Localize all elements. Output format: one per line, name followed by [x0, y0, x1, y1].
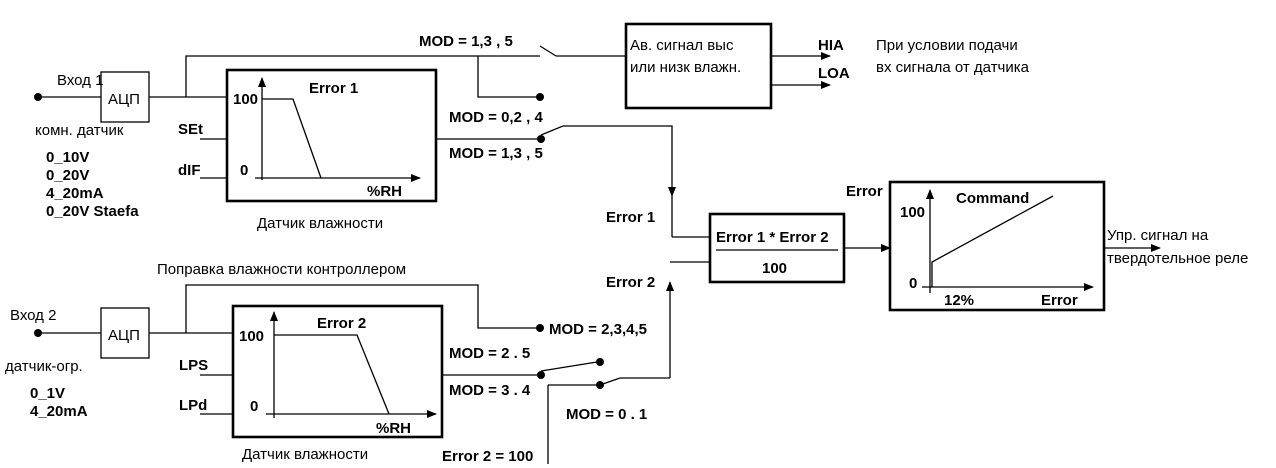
input2-label: Вход 2	[10, 307, 56, 324]
error1-curve	[262, 98, 322, 179]
switch-top-lower-contact	[536, 93, 544, 101]
multiplier-block: Error 1 * Error 2 100 Error 2 Error	[606, 183, 891, 378]
input2-signal-1: 4_20mA	[30, 403, 88, 420]
input1-signal-2: 4_20mA	[46, 185, 104, 202]
multiplier-in1-label: Error 1	[606, 209, 655, 226]
error2-caption: Датчик влажности	[242, 446, 368, 463]
error2-x-unit: %RH	[376, 420, 411, 437]
error2-lpd-label: LPd	[179, 397, 207, 414]
switch-mod25-label: MOD = 2 . 5	[449, 345, 530, 362]
switch-mod135-top-label: MOD = 1,3 , 5	[419, 33, 513, 50]
switch-mod01-blade	[599, 377, 621, 386]
input1-sensor-type: комн. датчик	[35, 122, 124, 139]
error2-box	[231, 304, 444, 439]
input2-sensor-type: датчик-огр.	[5, 358, 83, 375]
command-box	[888, 180, 1106, 312]
error1-block: Error 1 100 0 %RH SEt dIF Датчик влажнос…	[178, 68, 438, 232]
adc1-branch-top	[185, 55, 540, 97]
error1-y-zero: 0	[240, 162, 248, 179]
error1-dif-label: dIF	[178, 162, 201, 179]
alarm-line2: или низк влажн.	[630, 59, 741, 76]
command-x-start: 12%	[944, 292, 974, 309]
switch-error1-blade	[540, 125, 564, 136]
input1-signal-1: 0_20V	[46, 167, 89, 184]
switch-top-lower-branch	[477, 56, 539, 98]
error2-curve	[274, 334, 390, 415]
correction-wire	[185, 284, 539, 333]
error1-set-label: SEt	[178, 121, 203, 138]
alarm-line1: Ав. сигнал выс	[630, 37, 734, 54]
alarm-out-high: HIA	[818, 37, 844, 54]
command-block: Command 100 0 12% Error Упр. сигнал на т…	[888, 180, 1248, 312]
error1-switch: MOD = 0,2 , 4 MOD = 1,3 , 5 Error 1	[436, 109, 710, 238]
input2-adc-label: АЦП	[108, 327, 140, 344]
error2-y-max: 100	[239, 328, 264, 345]
error1-y-max: 100	[233, 91, 258, 108]
switch-error1-contact	[537, 135, 545, 143]
switch-mod34-label: MOD = 3 . 4	[449, 382, 531, 399]
error1-box	[225, 68, 438, 203]
correction-label: Поправка влажности контроллером	[157, 261, 406, 278]
multiplier-numerator: Error 1 * Error 2	[716, 229, 829, 246]
switch-error2-upper-blade	[540, 361, 598, 372]
alarm-note-line1: При условии подачи	[876, 37, 1018, 54]
switch-mod01-label: MOD = 0 . 1	[566, 406, 647, 423]
error2-const-label: Error 2 = 100	[442, 448, 533, 465]
command-y-max: 100	[900, 204, 925, 221]
command-input-label: Error	[846, 183, 883, 200]
error1-title: Error 1	[309, 80, 358, 97]
alarm-section: MOD = 1,3 , 5 Ав. сигнал выс или низк вл…	[419, 22, 1030, 110]
alarm-box	[624, 22, 773, 110]
input1-signal-0: 0_10V	[46, 149, 89, 166]
alarm-out-low: LOA	[818, 65, 850, 82]
command-output-line2: твердотельное реле	[1107, 250, 1248, 267]
switch-error1-to-multiplier	[563, 125, 676, 197]
error2-y-zero: 0	[250, 398, 258, 415]
alarm-note-line2: вх сигнала от датчика	[876, 59, 1030, 76]
error1-x-unit: %RH	[367, 183, 402, 200]
switch-mod135-label: MOD = 1,3 , 5	[449, 145, 543, 162]
error2-title: Error 2	[317, 315, 366, 332]
input1-adc-label: АЦП	[108, 91, 140, 108]
switch-top-blade	[539, 45, 557, 57]
input2-signal-0: 0_1V	[30, 385, 65, 402]
command-title: Command	[956, 190, 1029, 207]
error2-switches: MOD = 2 . 5 MOD = 3 . 4 MOD = 0 . 1 Erro…	[442, 345, 670, 465]
command-y-zero: 0	[909, 275, 917, 292]
multiplier-in2-label: Error 2	[606, 274, 655, 291]
input1-signal-3: 0_20V Staefa	[46, 203, 139, 220]
error2-lps-label: LPS	[179, 357, 208, 374]
switch-mod024-label: MOD = 0,2 , 4	[449, 109, 543, 126]
switch-error2-right-contact	[596, 358, 604, 366]
command-x-label: Error	[1041, 292, 1078, 309]
input2-section: Вход 2 АЦП датчик-огр. 0_1V 4_20mA Попра…	[5, 261, 647, 420]
command-output-line1: Упр. сигнал на	[1107, 227, 1209, 244]
switch-error2-left-contact	[537, 371, 545, 379]
command-curve	[931, 195, 1054, 287]
multiplier-denominator: 100	[762, 260, 787, 277]
switch-mod2345-contact	[536, 324, 544, 332]
error2-block: Error 2 100 0 %RH LPS LPd Датчик влажнос…	[179, 304, 444, 463]
input1-section: Вход 1 АЦП комн. датчик 0_10V 0_20V 4_20…	[34, 55, 540, 220]
error1-caption: Датчик влажности	[257, 215, 383, 232]
switch-mod2345-label: MOD = 2,3,4,5	[549, 321, 647, 338]
input1-label: Вход 1	[57, 72, 103, 89]
